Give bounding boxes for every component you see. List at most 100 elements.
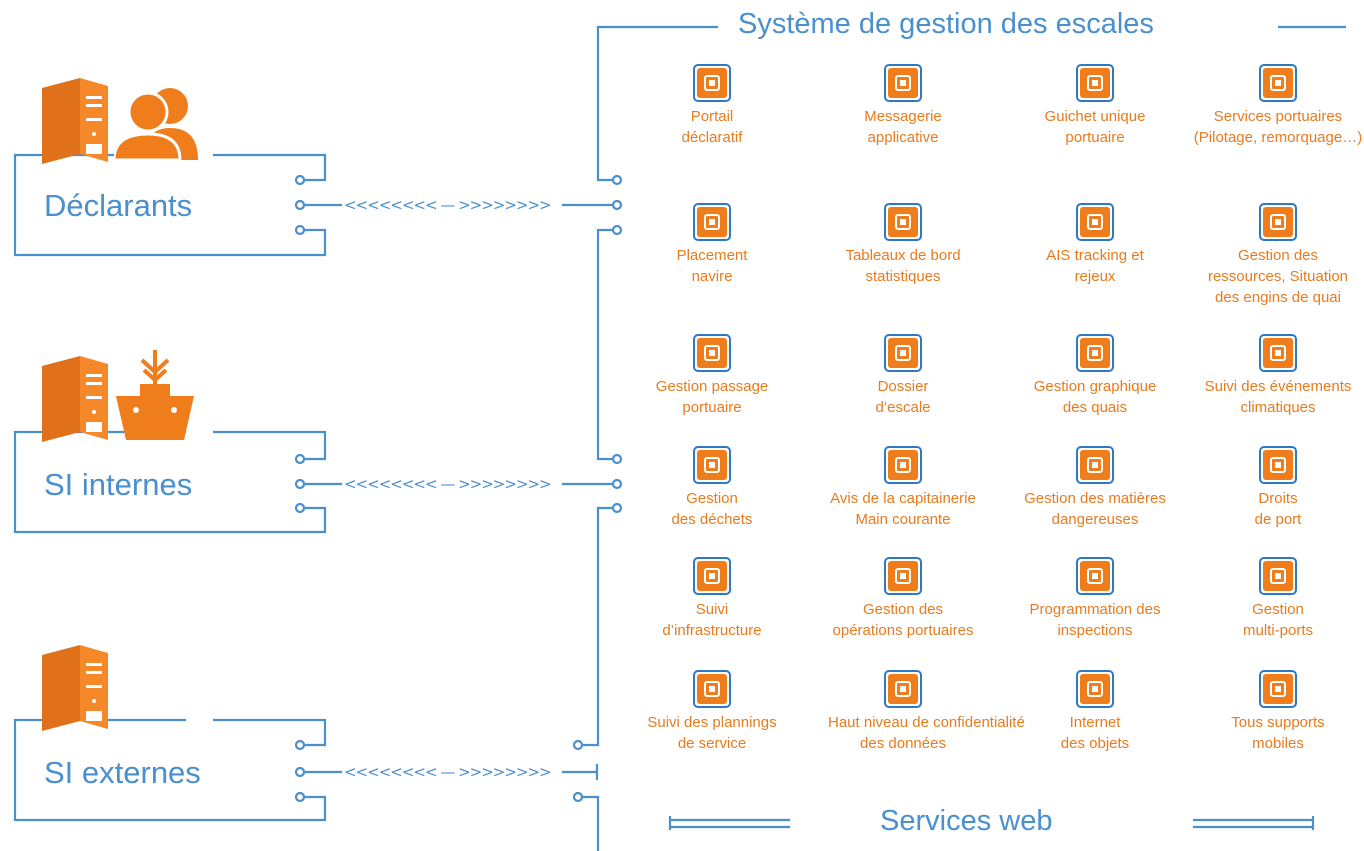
service-caption-line: Programmation des	[1029, 601, 1161, 618]
service-caption: Suivi d’infrastructure	[637, 599, 787, 641]
service-caption-line: d’infrastructure	[662, 622, 762, 639]
crane-icon	[693, 557, 731, 595]
service-caption-line: Suivi	[695, 601, 729, 618]
ship-icon	[1259, 64, 1297, 102]
lock-icon	[884, 670, 922, 708]
service-caption-line: Haut niveau de confidentialité	[828, 714, 1025, 731]
services-web-label: Services web	[880, 805, 1053, 837]
service-caption-line: navire	[691, 268, 733, 285]
service-item: Internet des objets	[1020, 670, 1170, 754]
service-caption-line: des quais	[1062, 399, 1128, 416]
service-caption-line: Internet	[1069, 714, 1121, 731]
service-caption-line: des engins de quai	[1215, 289, 1341, 306]
users-icon	[114, 88, 198, 160]
service-caption-line: Placement	[676, 247, 748, 264]
service-item: Messagerie applicative	[828, 64, 978, 148]
drop-bulb-icon	[1259, 203, 1297, 241]
service-caption-line: des objets	[1060, 735, 1130, 752]
exchange-arrows: <<<<<<<< — >>>>>>>>	[344, 196, 552, 214]
globe-computer-icon	[1259, 557, 1297, 595]
service-caption-line: portuaire	[682, 399, 742, 416]
ship-icon	[116, 350, 194, 440]
service-caption-line: Guichet unique	[1044, 108, 1146, 125]
clipboard-icon	[693, 670, 731, 708]
service-caption-line: rejeux	[1074, 268, 1116, 285]
service-caption-line: Suivi des plannings	[647, 714, 777, 731]
service-caption: Tableaux de bord statistiques	[828, 245, 978, 287]
server-icon	[42, 356, 108, 442]
group-label-si-externes: SI externes	[44, 755, 201, 790]
service-caption-line: inspections	[1057, 622, 1133, 639]
service-caption-line: ressources, Situation	[1207, 268, 1349, 285]
service-item: Services portuaires(Pilotage, remorquage…	[1188, 64, 1364, 148]
service-caption: Gestion des matières dangereuses	[1020, 488, 1170, 530]
group-label-declarants: Déclarants	[44, 188, 193, 223]
hazard-icon	[1076, 446, 1114, 484]
service-caption-line: dangereuses	[1051, 511, 1139, 528]
service-caption-line: Gestion	[686, 490, 738, 507]
service-caption: Programmation des inspections	[1020, 599, 1170, 641]
service-caption: Placement navire	[637, 245, 787, 287]
service-item: Placement navire	[637, 203, 787, 287]
ship-arrow-icon	[693, 334, 731, 372]
server-icon	[42, 78, 108, 164]
waveform-icon	[1076, 334, 1114, 372]
ship-magnifier-icon	[1076, 557, 1114, 595]
service-caption-line: AIS tracking et	[1046, 247, 1144, 264]
globe-ship-icon	[1076, 203, 1114, 241]
service-item: Programmation des inspections	[1020, 557, 1170, 641]
service-item: Tableaux de bord statistiques	[828, 203, 978, 287]
service-caption-line: statistiques	[865, 268, 941, 285]
service-caption-line: Tableaux de bord	[845, 247, 961, 264]
system-title: Système de gestion des escales	[738, 8, 1154, 40]
service-item: Gestion des matières dangereuses	[1020, 446, 1170, 530]
service-caption-line: Tous supports	[1231, 714, 1325, 731]
weather-icon	[1259, 334, 1297, 372]
service-caption-line: climatiques	[1240, 399, 1316, 416]
service-caption-line: Services portuaires	[1213, 108, 1343, 125]
service-item: Gestion passage portuaire	[637, 334, 787, 418]
service-caption-line: multi-ports	[1242, 622, 1313, 639]
service-caption-line: Gestion des	[1237, 247, 1319, 264]
service-caption-line: Suivi des événements	[1204, 378, 1352, 395]
recycle-bin-icon	[693, 446, 731, 484]
service-caption-line: Portail	[690, 108, 734, 125]
service-caption-line: Avis de la capitainerie	[830, 490, 976, 507]
service-caption: Services portuaires(Pilotage, remorquage…	[1188, 106, 1364, 148]
ship-calculator-icon	[884, 557, 922, 595]
service-caption-line: Main courante	[855, 511, 951, 528]
service-caption-line: Dossier	[877, 378, 929, 395]
service-caption-line: Messagerie	[864, 108, 942, 125]
edit-document-icon	[1259, 446, 1297, 484]
service-caption-line: applicative	[867, 129, 939, 146]
service-caption-line: Gestion des	[862, 601, 944, 618]
group-label-si-internes: SI internes	[44, 467, 193, 502]
service-caption: Suivi des événements climatiques	[1188, 376, 1364, 418]
service-caption: AIS tracking et rejeux	[1020, 245, 1170, 287]
envelope-icon	[884, 64, 922, 102]
service-caption-line: Droits	[1258, 490, 1298, 507]
service-item: Suivi d’infrastructure	[637, 557, 787, 641]
service-caption-line: d’escale	[875, 399, 931, 416]
service-caption-line: Gestion passage	[655, 378, 769, 395]
folder-icon	[884, 334, 922, 372]
server-icon	[42, 645, 108, 731]
service-caption: Internet des objets	[1020, 712, 1170, 754]
service-caption-line: Gestion des matières	[1024, 490, 1166, 507]
globe-www-icon	[693, 64, 731, 102]
